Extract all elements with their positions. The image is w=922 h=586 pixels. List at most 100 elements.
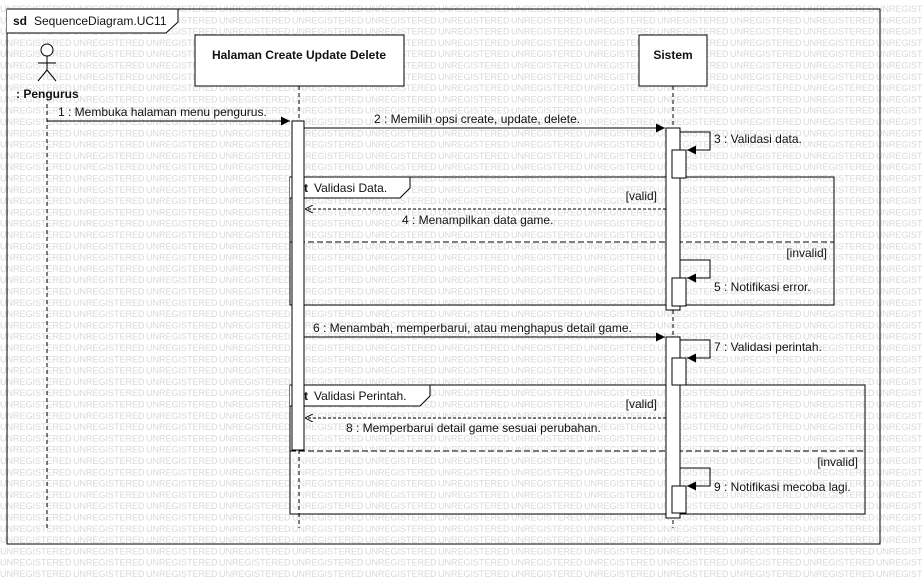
watermark-text: UNREGISTERED <box>0 128 72 138</box>
watermark-text: UNREGISTERED <box>0 162 72 172</box>
watermark-text: UNREGISTERED <box>657 162 729 172</box>
watermark-text: UNREGISTERED <box>657 411 729 421</box>
watermark-text: UNREGISTERED <box>438 117 510 127</box>
watermark-text: UNREGISTERED <box>657 185 729 195</box>
watermark-text: UNREGISTERED <box>219 83 291 93</box>
actor-pengurus[interactable]: : Pengurus <box>16 43 79 101</box>
message-3[interactable]: 3 : Validasi data. <box>680 131 802 155</box>
watermark-text: UNREGISTERED <box>511 320 583 330</box>
watermark-text: UNREGISTERED <box>292 106 364 116</box>
message-4[interactable]: 4 : Menampilkan data game. <box>305 209 666 227</box>
watermark-text: UNREGISTERED <box>730 128 802 138</box>
watermark-text: UNREGISTERED <box>219 535 291 545</box>
watermark-text: UNREGISTERED <box>292 377 364 387</box>
watermark-text: UNREGISTERED <box>657 535 729 545</box>
watermark-text: UNREGISTERED <box>803 140 875 150</box>
lifeline-head-system[interactable]: Sistem <box>638 34 708 87</box>
watermark-text: UNREGISTERED <box>146 230 218 240</box>
watermark-text: UNREGISTERED <box>146 569 218 579</box>
watermark-text: UNREGISTERED <box>511 309 583 319</box>
message-2[interactable]: 2 : Memilih opsi create, update, delete. <box>304 112 665 133</box>
watermark-text: UNREGISTERED <box>657 106 729 116</box>
watermark-text: UNREGISTERED <box>803 151 875 161</box>
watermark-text: UNREGISTERED <box>511 264 583 274</box>
watermark-text: UNREGISTERED <box>876 558 922 568</box>
watermark-text: UNREGISTERED <box>365 490 437 500</box>
watermark-text: UNREGISTERED <box>438 185 510 195</box>
watermark-text: UNREGISTERED <box>219 128 291 138</box>
message-1[interactable]: 1 : Membuka halaman menu pengurus. <box>47 105 290 126</box>
watermark-text: UNREGISTERED <box>73 309 145 319</box>
watermark-text: UNREGISTERED <box>730 366 802 376</box>
watermark-text: UNREGISTERED <box>730 27 802 37</box>
watermark-text: UNREGISTERED <box>146 106 218 116</box>
watermark-text: UNREGISTERED <box>365 151 437 161</box>
message-7[interactable]: 7 : Validasi perintah. <box>680 339 822 363</box>
watermark-text: UNREGISTERED <box>219 207 291 217</box>
watermark-text: UNREGISTERED <box>876 456 922 466</box>
message-5[interactable]: 5 : Notifikasi error. <box>680 259 811 294</box>
watermark-text: UNREGISTERED <box>292 354 364 364</box>
watermark-text: UNREGISTERED <box>511 535 583 545</box>
watermark-text: UNREGISTERED <box>365 558 437 568</box>
watermark-text: UNREGISTERED <box>219 15 291 25</box>
watermark-text: UNREGISTERED <box>584 320 656 330</box>
watermark-text: UNREGISTERED <box>73 320 145 330</box>
watermark-text: UNREGISTERED <box>365 524 437 534</box>
watermark-text: UNREGISTERED <box>146 287 218 297</box>
message-9[interactable]: 9 : Notifikasi mecoba lagi. <box>680 467 851 494</box>
watermark-text: UNREGISTERED <box>73 287 145 297</box>
watermark-text: UNREGISTERED <box>0 445 72 455</box>
fragment1-name: Validasi Data. <box>314 181 387 195</box>
watermark-text: UNREGISTERED <box>511 275 583 285</box>
watermark-text: UNREGISTERED <box>219 94 291 104</box>
lifeline-system-name: Sistem <box>653 48 692 62</box>
watermark-text: UNREGISTERED <box>511 513 583 523</box>
watermark-text: UNREGISTERED <box>584 467 656 477</box>
watermark-text: UNREGISTERED <box>219 275 291 285</box>
watermark-text: UNREGISTERED <box>438 27 510 37</box>
watermark-text: UNREGISTERED <box>438 128 510 138</box>
watermark-text: UNREGISTERED <box>511 354 583 364</box>
watermark-text: UNREGISTERED <box>511 241 583 251</box>
watermark-text: UNREGISTERED <box>730 309 802 319</box>
watermark-text: UNREGISTERED <box>657 490 729 500</box>
watermark-text: UNREGISTERED <box>219 501 291 511</box>
watermark-text: UNREGISTERED <box>438 219 510 229</box>
watermark-text: UNREGISTERED <box>365 140 437 150</box>
watermark-text: UNREGISTERED <box>0 117 72 127</box>
watermark-text: UNREGISTERED <box>803 230 875 240</box>
watermark-text: UNREGISTERED <box>0 332 72 342</box>
watermark-text: UNREGISTERED <box>73 196 145 206</box>
watermark-text: UNREGISTERED <box>876 433 922 443</box>
watermark-text: UNREGISTERED <box>730 162 802 172</box>
watermark-text: UNREGISTERED <box>146 94 218 104</box>
message-6[interactable]: 6 : Menambah, memperbarui, atau menghapu… <box>304 321 665 342</box>
watermark-text: UNREGISTERED <box>876 219 922 229</box>
watermark-text: UNREGISTERED <box>146 72 218 82</box>
watermark-text: UNREGISTERED <box>876 174 922 184</box>
watermark-text: UNREGISTERED <box>803 490 875 500</box>
watermark-text: UNREGISTERED <box>803 162 875 172</box>
watermark-text: UNREGISTERED <box>876 524 922 534</box>
watermark-text: UNREGISTERED <box>292 241 364 251</box>
watermark-text: UNREGISTERED <box>365 309 437 319</box>
watermark-text: UNREGISTERED <box>146 253 218 263</box>
watermark-text: UNREGISTERED <box>657 151 729 161</box>
watermark-text: UNREGISTERED <box>73 106 145 116</box>
message-8[interactable]: 8 : Memperbarui detail game sesuai perub… <box>305 418 666 435</box>
watermark-text: UNREGISTERED <box>511 185 583 195</box>
lifeline-head-ui[interactable]: Halaman Create Update Delete <box>194 34 405 87</box>
watermark-text: UNREGISTERED <box>219 422 291 432</box>
watermark-text: UNREGISTERED <box>438 49 510 59</box>
watermark-text: UNREGISTERED <box>219 467 291 477</box>
watermark-text: UNREGISTERED <box>219 162 291 172</box>
watermark-text: UNREGISTERED <box>730 445 802 455</box>
watermark-text: UNREGISTERED <box>876 162 922 172</box>
watermark-text: UNREGISTERED <box>876 4 922 14</box>
watermark-text: UNREGISTERED <box>438 253 510 263</box>
watermark-text: UNREGISTERED <box>146 433 218 443</box>
watermark-text: UNREGISTERED <box>657 207 729 217</box>
watermark-text: UNREGISTERED <box>803 320 875 330</box>
watermark-text: UNREGISTERED <box>365 128 437 138</box>
